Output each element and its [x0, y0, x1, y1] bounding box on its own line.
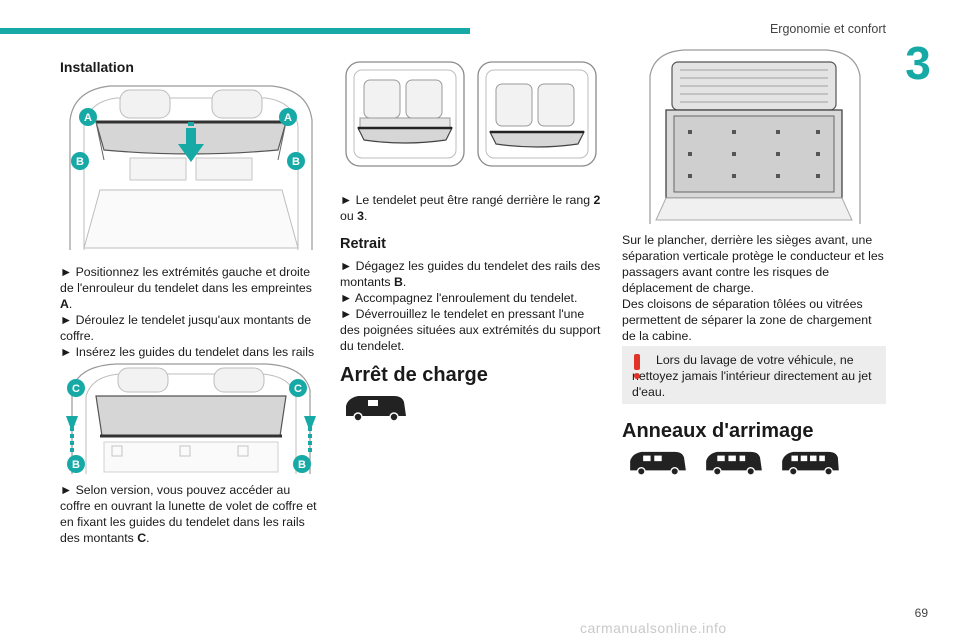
trunk-cover-rear-window-drawing: C C B B	[60, 362, 322, 474]
arret-de-charge-heading: Arrêt de charge	[340, 364, 488, 386]
watermark: carmanualsonline.info	[580, 620, 727, 636]
label-b-left: B	[76, 156, 84, 168]
warning-note: Lors du lavage de votre véhicule, ne net…	[622, 346, 886, 404]
header-accent-bar	[0, 28, 470, 34]
retrait-step-1: ► Dégagez les guides du tendelet des rai…	[340, 259, 601, 289]
section-title: Ergonomie et confort	[769, 22, 886, 36]
van-icon	[344, 394, 408, 422]
storage-rows-step: ► Le tendelet peut être rangé derrière l…	[340, 193, 601, 223]
van-silhouette	[346, 396, 406, 422]
warning-exclamation-icon	[634, 354, 640, 379]
chapter-number: 3	[905, 37, 931, 89]
retrait-step-3: ► Déverrouillez le tendelet en pressant …	[340, 307, 601, 353]
label-c-right: C	[294, 383, 302, 395]
trunk-cover-storage-drawing	[340, 58, 602, 170]
partition-para-1: Sur le plancher, derrière les sièges ava…	[622, 233, 884, 295]
van-long-icon	[782, 451, 839, 476]
install-step-1: ► Positionnez les extrémités gauche et d…	[60, 265, 312, 311]
illustration-rear-window-cover: C C B B	[60, 362, 322, 474]
partition-para-2: Des cloisons de séparation tôlées ou vit…	[622, 297, 872, 343]
anneaux-heading: Anneaux d'arrimage	[622, 420, 814, 442]
van-icons-row	[626, 450, 842, 476]
illustration-install-cover: A A B B	[60, 80, 322, 252]
label-c-left: C	[72, 383, 80, 395]
trunk-cover-install-drawing: A A B B	[60, 80, 322, 252]
retrait-steps: ► Dégagez les guides du tendelet des rai…	[340, 258, 604, 354]
label-b-left-2: B	[72, 459, 80, 471]
label-b-right: B	[292, 156, 300, 168]
retrait-heading: Retrait	[340, 236, 386, 252]
cargo-partition-drawing	[640, 48, 868, 224]
label-b-right-2: B	[298, 459, 306, 471]
label-a-right: A	[284, 112, 292, 124]
install-step-2: ► Déroulez le tendelet jusqu'aux montant…	[60, 313, 312, 343]
illustration-cargo-partition	[640, 48, 868, 224]
warning-note-text: Lors du lavage de votre véhicule, ne net…	[632, 353, 872, 399]
label-a-left: A	[84, 112, 92, 124]
partition-description: Sur le plancher, derrière les sièges ava…	[622, 232, 886, 344]
van-medium-icon	[706, 451, 762, 476]
illustration-storage-rows	[340, 58, 602, 170]
rear-window-step: ► Selon version, vous pouvez accéder au …	[60, 483, 317, 545]
retrait-step-2: ► Accompagnez l'enroulement du tendelet.	[340, 291, 578, 305]
page-number: 69	[914, 606, 928, 620]
van-short-icon	[630, 451, 686, 476]
installation-heading: Installation	[60, 59, 134, 75]
install-steps: ► Positionnez les extrémités gauche et d…	[60, 264, 324, 376]
